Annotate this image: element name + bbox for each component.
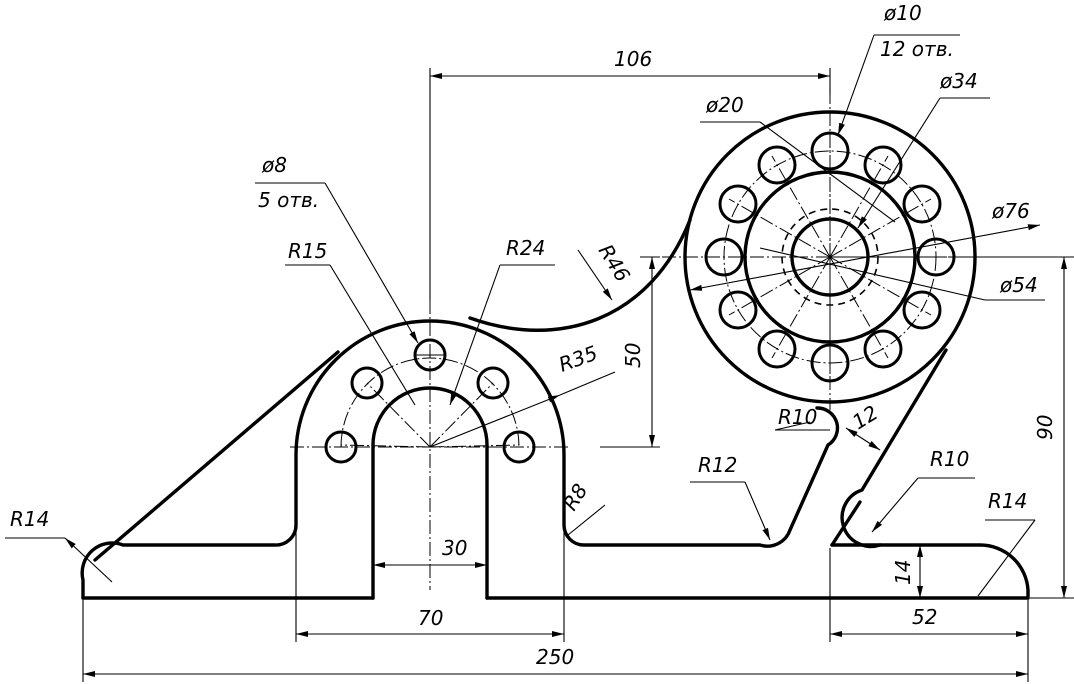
label-r10b: R10	[930, 447, 969, 471]
dimension-text: ø10 12 отв. ø34 106 ø20 ø8 5 отв. R15 R2…	[10, 1, 1057, 669]
label-dim70: 70	[418, 606, 443, 630]
label-d76: ø76	[991, 199, 1030, 223]
bolt-holes-left	[324, 338, 536, 464]
label-r24: R24	[506, 236, 545, 260]
center-lines	[290, 90, 1000, 590]
label-r15: R15	[288, 239, 327, 263]
label-dim90: 90	[1033, 415, 1057, 440]
label-r46: R46	[594, 240, 635, 286]
label-r35: R35	[556, 341, 601, 377]
label-holes12: 12 отв.	[880, 37, 954, 61]
label-holes5: 5 отв.	[258, 188, 319, 212]
label-d8: ø8	[261, 153, 287, 177]
label-dim12: 12	[848, 400, 882, 434]
label-r12: R12	[698, 453, 737, 477]
label-d10: ø10	[883, 1, 922, 25]
dimension-lines	[5, 34, 1074, 682]
label-dim14: 14	[891, 560, 915, 585]
label-r14a: R14	[10, 507, 49, 531]
label-r14b: R14	[988, 489, 1027, 513]
label-dim250: 250	[536, 645, 574, 669]
label-dim52: 52	[912, 605, 937, 629]
label-dim50: 50	[621, 343, 645, 368]
label-d54: ø54	[999, 273, 1038, 297]
label-dim106: 106	[614, 47, 652, 71]
label-r10a: R10	[778, 405, 817, 429]
label-dim30: 30	[442, 536, 467, 560]
label-d20: ø20	[705, 93, 744, 117]
label-d34: ø34	[939, 69, 978, 93]
